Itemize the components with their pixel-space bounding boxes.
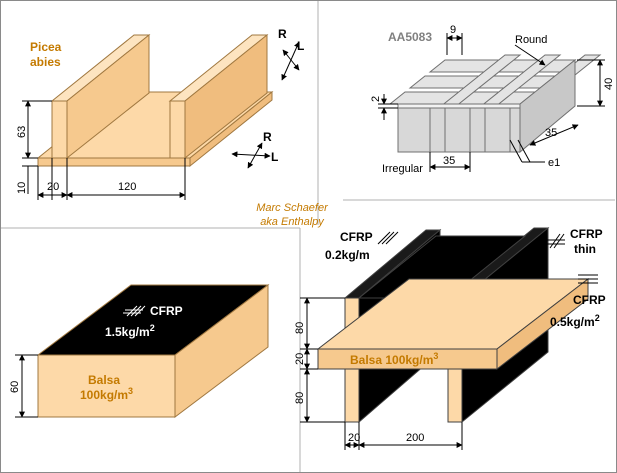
block-core-line2: 100kg/m3 bbox=[80, 386, 133, 402]
direction-arrows-bottom bbox=[231, 142, 271, 169]
irregular-label: Irregular bbox=[382, 163, 423, 175]
material-label-picea: Picea bbox=[30, 40, 62, 54]
dir-l-bottom: L bbox=[271, 150, 278, 164]
block-dim-60: 60 bbox=[9, 381, 21, 393]
grid-dimension-lines bbox=[378, 33, 605, 172]
dim-base-10: 10 bbox=[16, 182, 28, 194]
panel-ibeam-sandwich: Balsa 100kg/m3 CFRP 0.2kg/m CFRP thin CF… bbox=[294, 226, 606, 450]
ibeam-dimension-lines bbox=[300, 297, 463, 450]
direction-arrows-top bbox=[281, 41, 300, 81]
wood-dimension-lines bbox=[22, 100, 186, 200]
panel-balsa-block: CFRP 1.5kg/m2 Balsa 100kg/m3 60 bbox=[9, 283, 270, 419]
cfrp-transverse-icon bbox=[578, 274, 598, 284]
block-skin-mass: 1.5kg/m2 bbox=[105, 323, 155, 339]
cfrp-weave-icon-thin bbox=[547, 233, 565, 249]
material-label-abies: abies bbox=[30, 55, 61, 69]
round-label: Round bbox=[515, 34, 547, 46]
cfrp3-label: CFRP bbox=[573, 293, 606, 307]
alloy-label: AA5083 bbox=[388, 30, 432, 44]
dim-width-35: 35 bbox=[443, 155, 455, 167]
ibeam-dim-spacing-200: 200 bbox=[406, 432, 424, 444]
cfrp3-mass: 0.5kg/m2 bbox=[550, 313, 600, 329]
author-credit: Marc Schaefer aka Enthalpy bbox=[256, 202, 329, 228]
balsa-label: Balsa 100kg/m3 bbox=[350, 351, 438, 367]
cfrp2-label: CFRP bbox=[570, 227, 603, 241]
cfrp-unidirectional-icon bbox=[377, 231, 399, 245]
wood-channel-drawing bbox=[36, 33, 274, 168]
dir-r-top: R bbox=[278, 27, 287, 41]
author-name: Marc Schaefer bbox=[256, 202, 329, 214]
dir-r-bottom: R bbox=[263, 130, 272, 144]
panel-wood-channel: Picea abies R L R L 63 10 20 bbox=[16, 27, 304, 200]
dim-thickness-2: 2 bbox=[370, 96, 382, 102]
ibeam-dim-top-80: 80 bbox=[294, 322, 306, 334]
dim-height-63: 63 bbox=[16, 126, 28, 138]
cfrp1-label: CFRP bbox=[340, 230, 373, 244]
ibeam-dim-mid-20: 20 bbox=[294, 353, 306, 365]
dim-wall-20: 20 bbox=[47, 181, 59, 193]
block-core-line1: Balsa bbox=[88, 373, 120, 387]
dim-depth-35: 35 bbox=[545, 127, 557, 139]
cfrp1-mass: 0.2kg/m bbox=[325, 248, 370, 262]
block-skin-label: CFRP bbox=[150, 304, 183, 318]
dir-l-top: L bbox=[297, 39, 304, 53]
ibeam-dim-bottom-80: 80 bbox=[294, 392, 306, 404]
cfrp-weave-icon-block bbox=[123, 305, 146, 317]
dim-width-120: 120 bbox=[118, 181, 136, 193]
dim-height-40: 40 bbox=[603, 78, 615, 90]
dim-pitch-9: 9 bbox=[450, 24, 456, 36]
author-alias: aka Enthalpy bbox=[260, 216, 325, 228]
cfrp2-thin: thin bbox=[574, 242, 596, 256]
balsa-block-drawing bbox=[36, 283, 270, 419]
panel-aluminium-grid: AA5083 bbox=[370, 24, 615, 175]
block-dimension-lines bbox=[15, 354, 38, 418]
ibeam-drawing bbox=[316, 226, 590, 424]
e1-label: e1 bbox=[548, 157, 560, 169]
ibeam-dim-web-20: 20 bbox=[348, 432, 360, 444]
